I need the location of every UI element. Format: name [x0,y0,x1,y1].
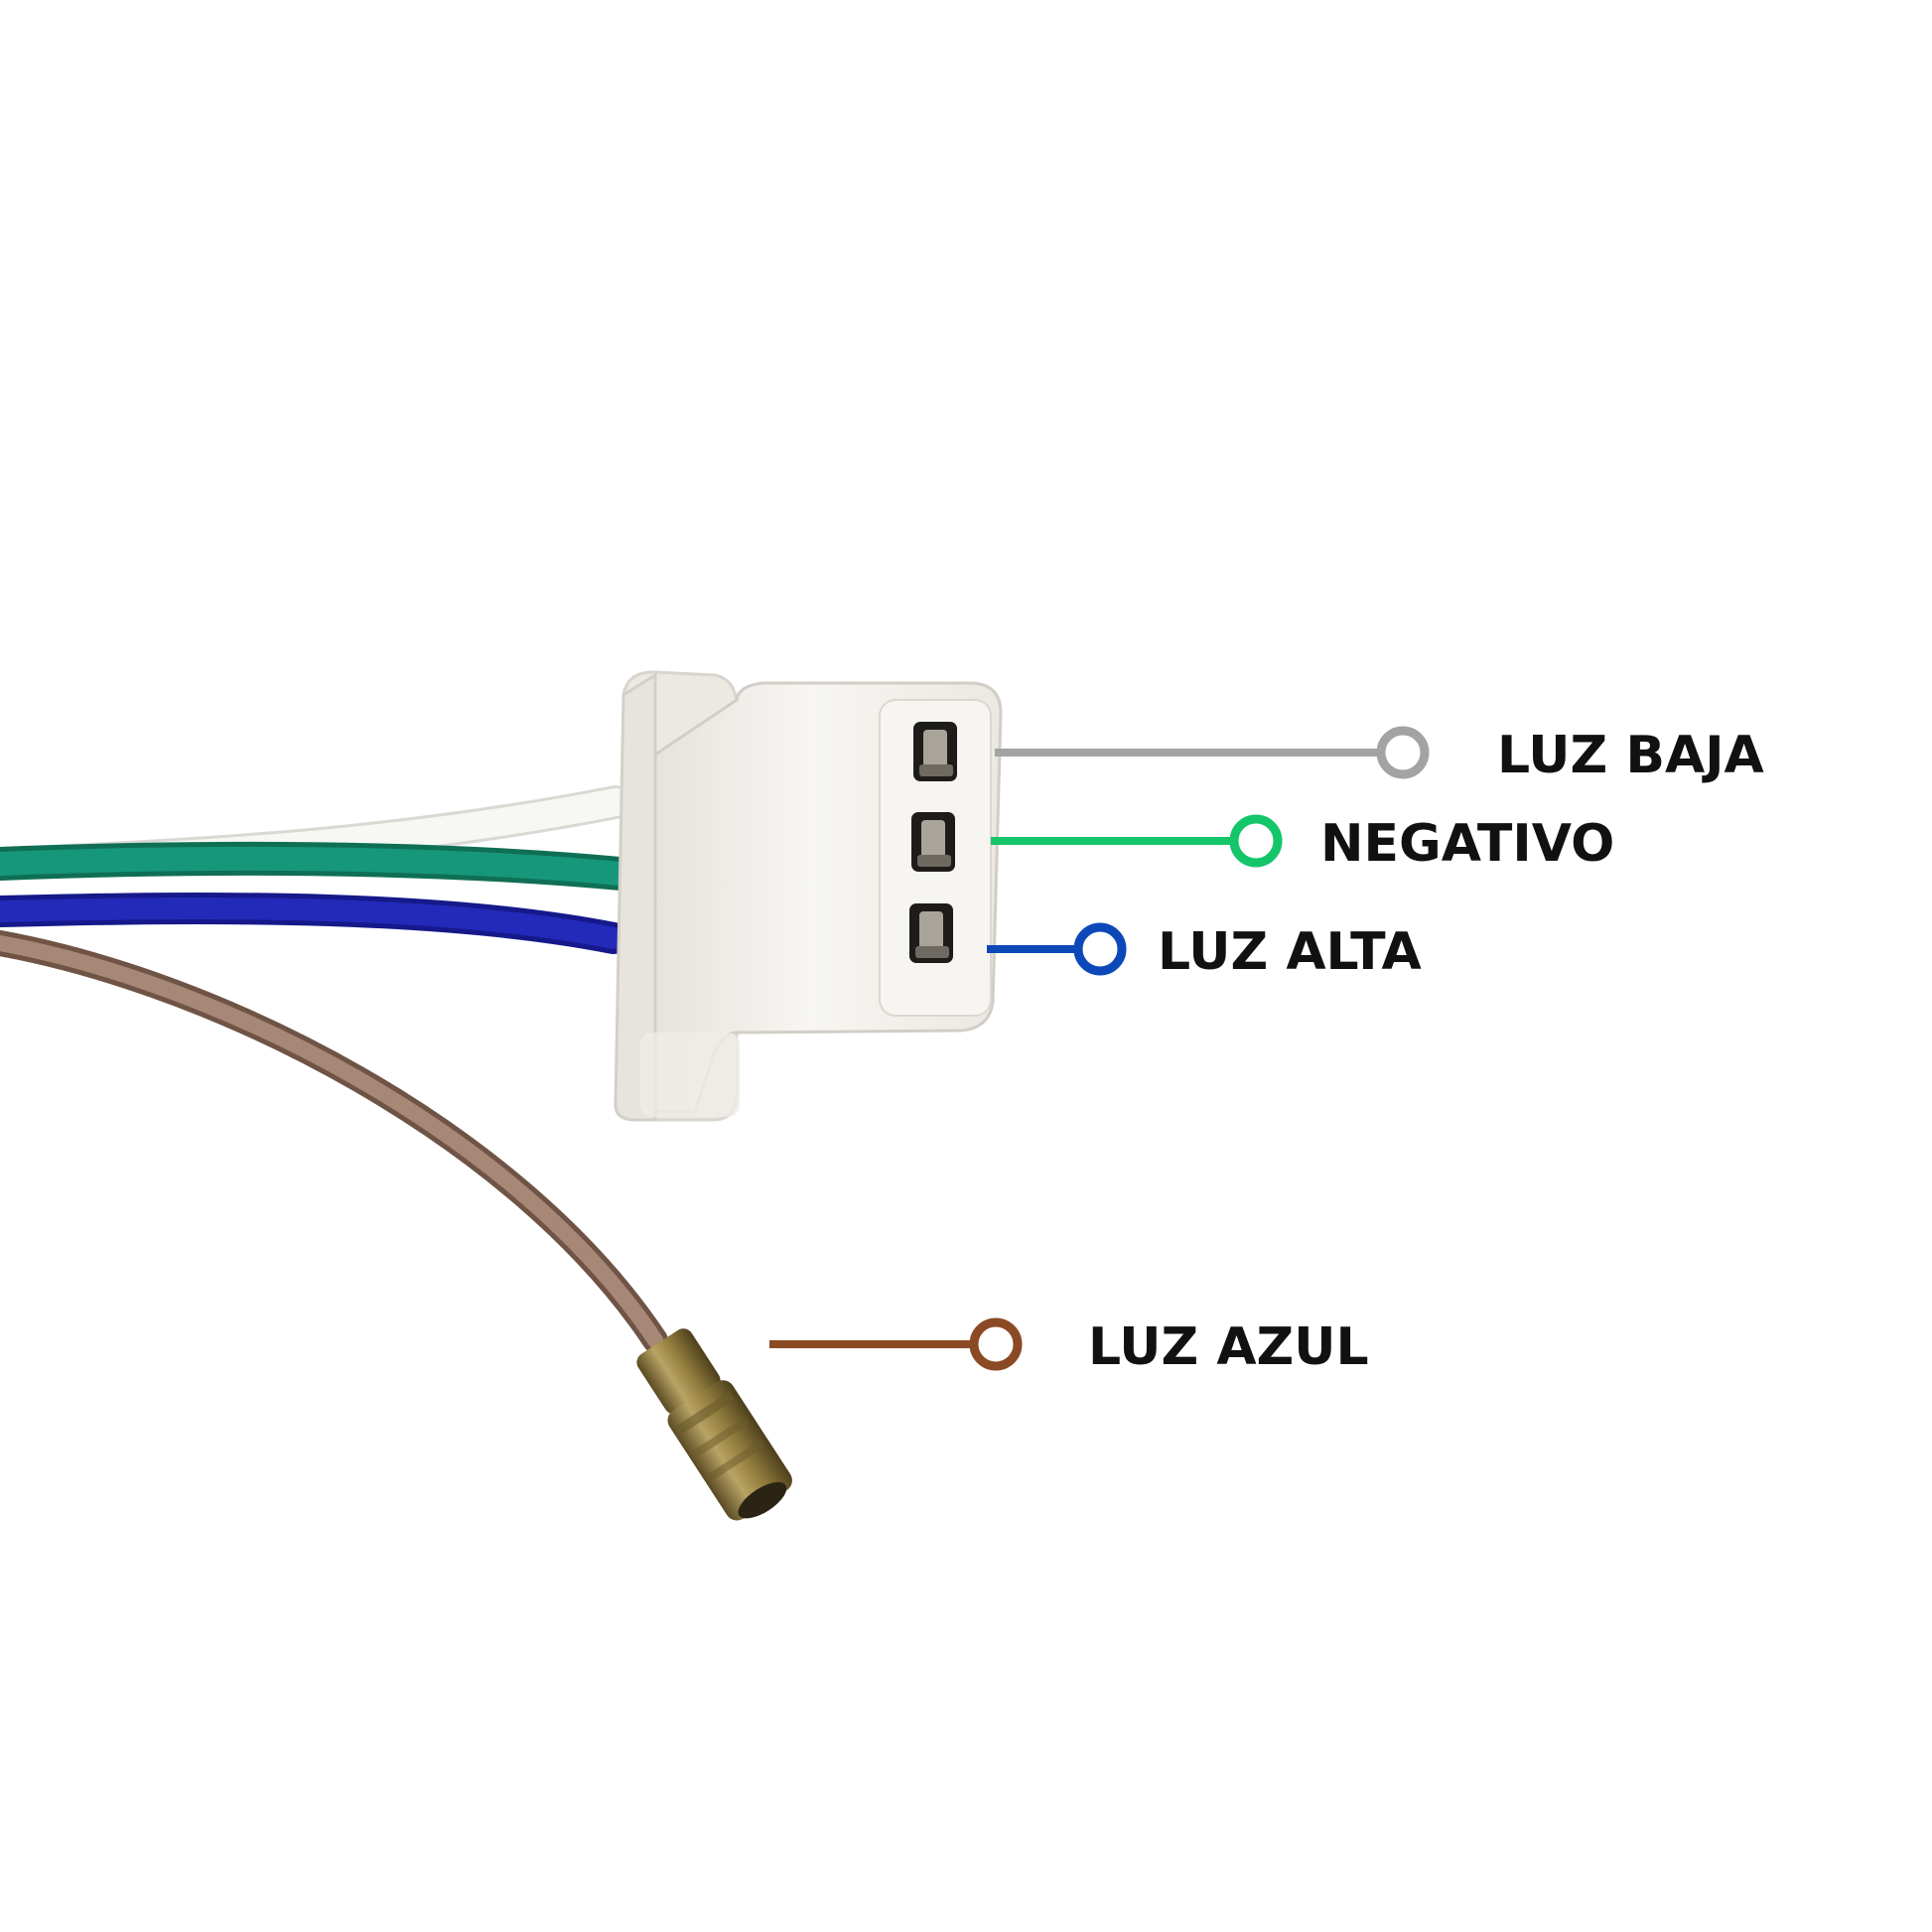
callout-luz-baja: LUZ BAJA [995,726,1764,785]
luz-baja-marker [1376,726,1430,779]
connector-housing [614,670,1003,1122]
negativo-label: NEGATIVO [1320,814,1614,874]
pin-negativo [911,812,955,872]
wires [0,785,668,1353]
callout-negativo: NEGATIVO [991,814,1614,874]
blue-wire-core [0,897,624,949]
brown-wire-core [0,935,663,1348]
pin-luz-alta [909,903,953,963]
luz-alta-marker [1073,922,1127,976]
luz-azul-label: LUZ AZUL [1088,1317,1369,1377]
callout-luz-azul: LUZ AZUL [769,1317,1369,1377]
bullet-terminal [636,1328,792,1521]
luz-azul-marker [969,1317,1023,1371]
green-wire-core [0,846,632,886]
luz-baja-label: LUZ BAJA [1497,726,1764,785]
connector-pins [909,722,957,963]
callout-luz-alta: LUZ ALTA [987,922,1422,982]
negativo-marker [1229,814,1283,868]
pin-luz-baja [913,722,957,781]
luz-alta-label: LUZ ALTA [1158,922,1422,982]
